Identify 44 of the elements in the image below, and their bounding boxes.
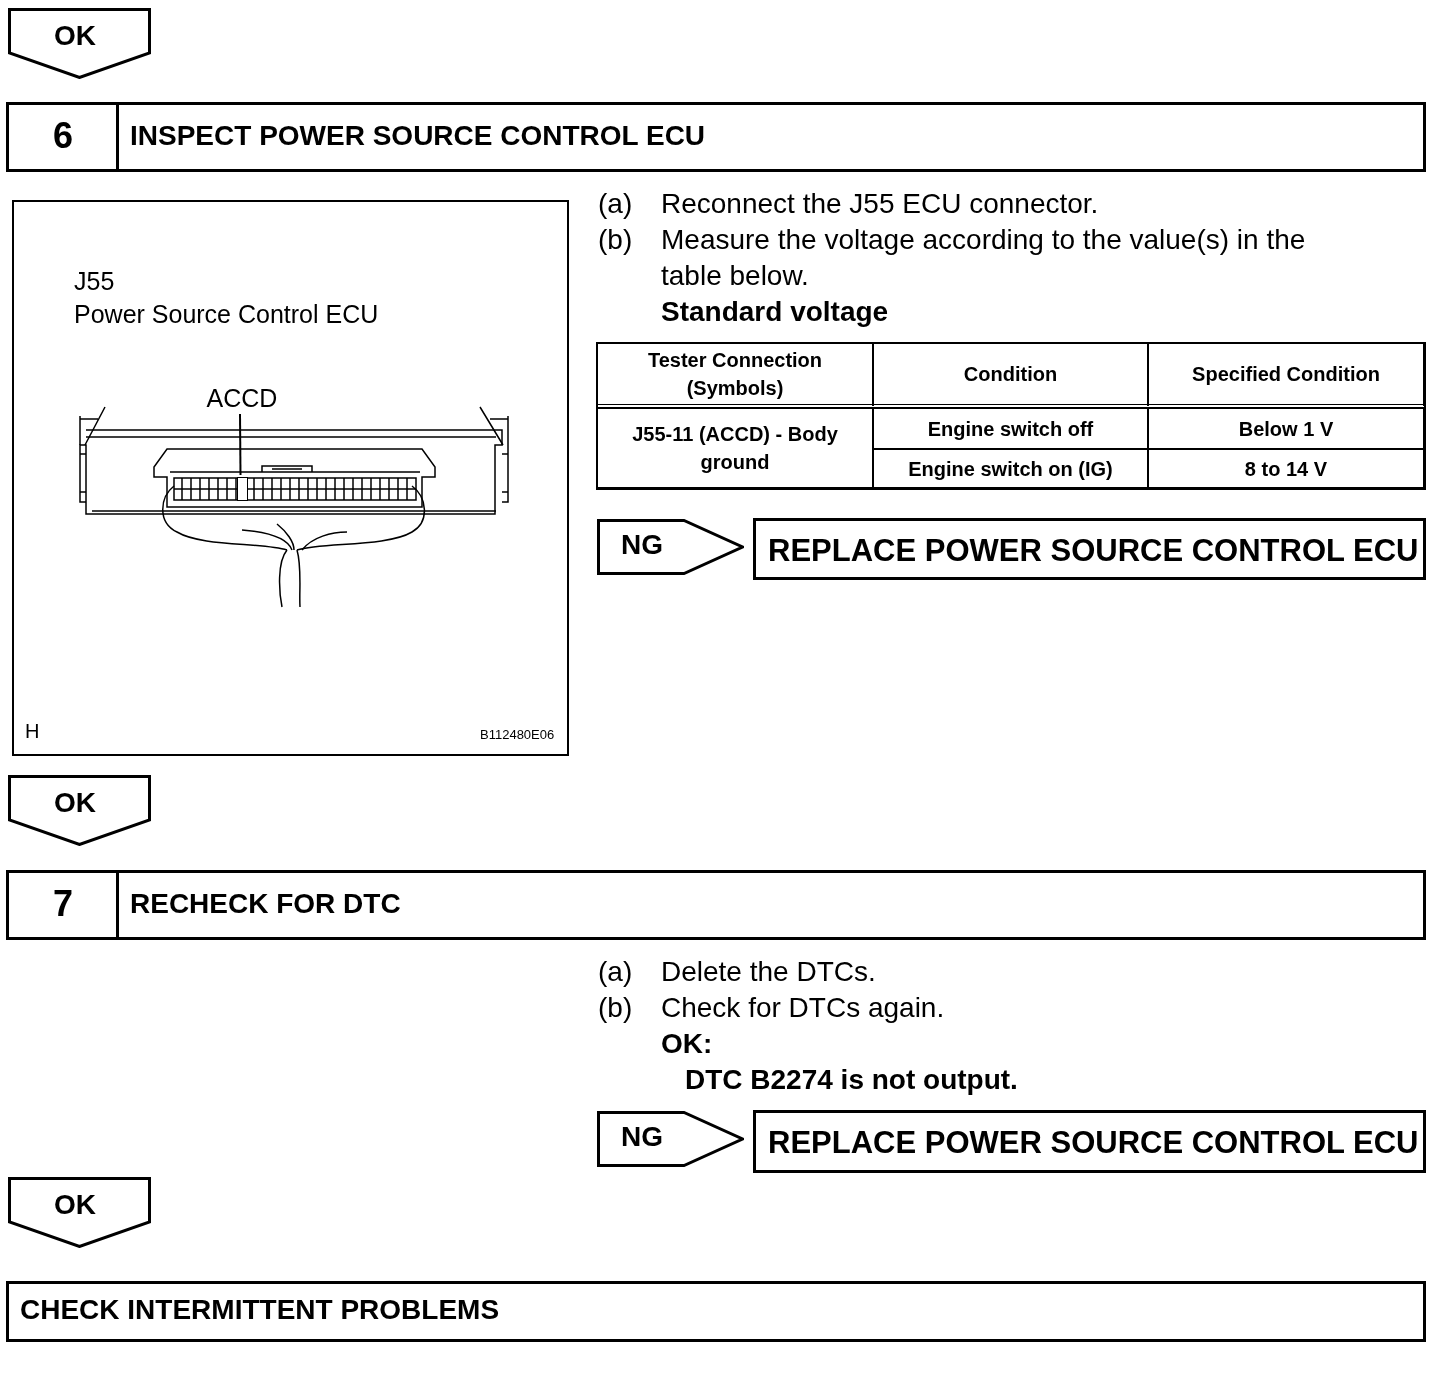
connector-id: J55 xyxy=(74,267,115,296)
box-title: REPLACE POWER SOURCE CONTROL ECU xyxy=(768,533,1419,569)
result-box xyxy=(753,518,1426,580)
instruction-text: Reconnect the J55 ECU connector. xyxy=(661,187,1100,221)
table-cell: J55-11 (ACCD) - Body ground xyxy=(597,408,873,488)
ok-label: OK xyxy=(54,1189,96,1221)
table-header-cell: Tester Connection (Symbols) xyxy=(597,343,873,408)
step-title: INSPECT POWER SOURCE CONTROL ECU xyxy=(130,120,706,152)
ng-label: NG xyxy=(621,1121,663,1153)
terminal-label: ACCD xyxy=(202,384,282,416)
component-name: Power Source Control ECU xyxy=(74,300,379,329)
table-cell: Engine switch off xyxy=(873,408,1148,449)
item-letter: (b) xyxy=(598,991,633,1025)
step-header-bar xyxy=(6,102,1426,172)
instruction-text: Measure the voltage according to the value(s) in the table below. xyxy=(661,223,1307,294)
item-letter: (a) xyxy=(598,955,633,989)
connector-terminal xyxy=(237,477,248,501)
step-header-bar xyxy=(6,1281,1426,1342)
ok-label: OK xyxy=(54,787,96,819)
figure-frame xyxy=(12,200,569,756)
spec-heading: Standard voltage xyxy=(661,295,889,329)
step-number: 6 xyxy=(53,115,74,157)
table-cell: Engine switch on (IG) xyxy=(873,449,1148,488)
leader-line xyxy=(239,413,242,476)
table-header-cell: Specified Condition xyxy=(1148,343,1424,408)
result-box xyxy=(753,1110,1426,1173)
item-letter: (a) xyxy=(598,187,633,221)
table-header-cell: Condition xyxy=(873,343,1148,408)
step-number: 7 xyxy=(53,883,74,925)
box-title: REPLACE POWER SOURCE CONTROL ECU xyxy=(768,1125,1419,1161)
step-title: RECHECK FOR DTC xyxy=(130,888,401,920)
figure-code: B112480E06 xyxy=(480,727,555,744)
item-letter: (b) xyxy=(598,223,633,257)
spec-text: DTC B2274 is not output. xyxy=(685,1063,1018,1097)
table-cell: Below 1 V xyxy=(1148,408,1424,449)
ng-label: NG xyxy=(621,529,663,561)
step-header-bar xyxy=(6,870,1426,940)
view-letter: H xyxy=(25,719,40,744)
spec-heading: OK: xyxy=(661,1027,713,1061)
ok-label: OK xyxy=(54,20,96,52)
table-cell: 8 to 14 V xyxy=(1148,449,1424,488)
box-title: CHECK INTERMITTENT PROBLEMS xyxy=(20,1294,500,1326)
instruction-text: Delete the DTCs. xyxy=(661,955,877,989)
instruction-text: Check for DTCs again. xyxy=(661,991,946,1025)
